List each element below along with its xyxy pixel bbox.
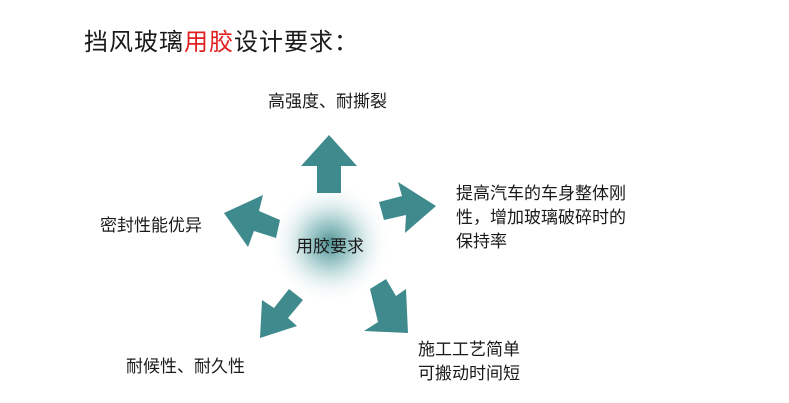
center-glow — [268, 181, 392, 305]
requirement-right: 提高汽车的车身整体刚性，增加玻璃破碎时的保持率 — [456, 184, 626, 252]
requirement-left: 密封性能优异 — [100, 216, 202, 236]
requirement-top: 高强度、耐撕裂 — [268, 92, 387, 112]
arrow-right — [379, 182, 436, 233]
center-label: 用胶要求 — [296, 237, 364, 257]
arrow-left — [224, 195, 280, 247]
title-part-2: 设计要求： — [234, 28, 359, 56]
requirement-bottom-left: 耐候性、耐久性 — [126, 357, 245, 377]
arrow-bottom-left — [260, 289, 303, 338]
title-part-1: 挡风玻璃 — [84, 28, 184, 56]
arrow-bottom-right — [364, 279, 408, 333]
requirement-bottom-right: 施工工艺简单可搬动时间短 — [418, 340, 520, 384]
title-highlight: 用胶 — [184, 28, 234, 56]
slide-title: 挡风玻璃用胶设计要求： — [84, 22, 359, 57]
arrow-top — [301, 135, 357, 193]
